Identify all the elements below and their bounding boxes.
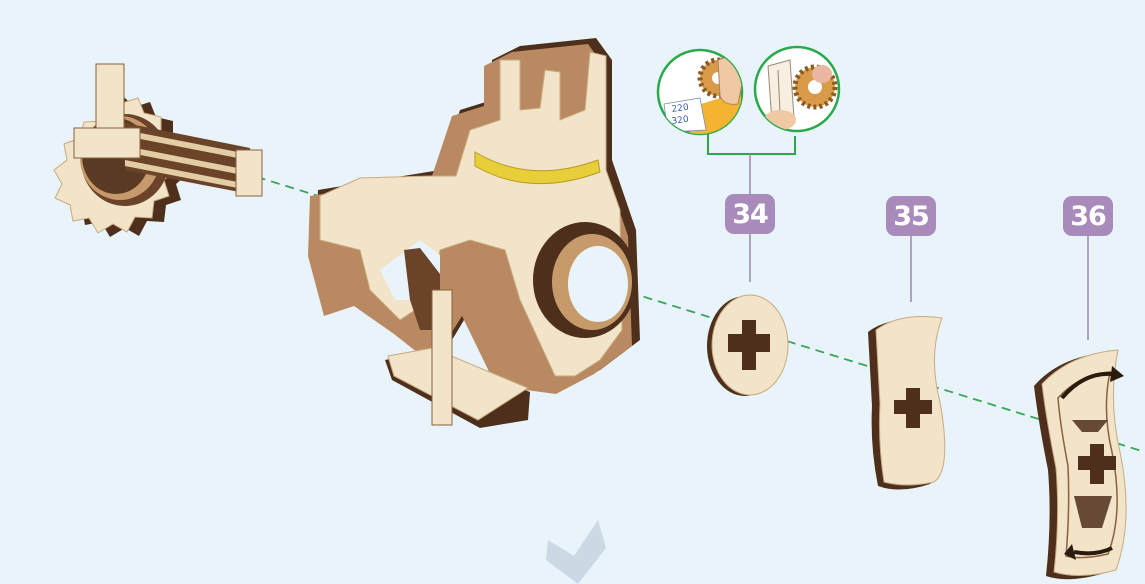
part-35-spacer [868,317,945,490]
tip-circle-sanding: 220 320 [658,50,748,140]
frame-assembly [308,38,640,428]
rotation-arrow-head-icon [1110,366,1124,382]
part-34-disc [707,295,788,396]
step-badge-34: 34 [725,194,775,234]
step-badge-36: 36 [1063,196,1113,236]
tip-circle-fitting [755,47,839,131]
gear-with-shaft [54,64,262,237]
tip-callout: 220 320 [658,47,839,196]
part-36-handle [1034,350,1126,579]
chevron-down-icon [546,520,606,584]
step-badge-35: 35 [886,196,936,236]
